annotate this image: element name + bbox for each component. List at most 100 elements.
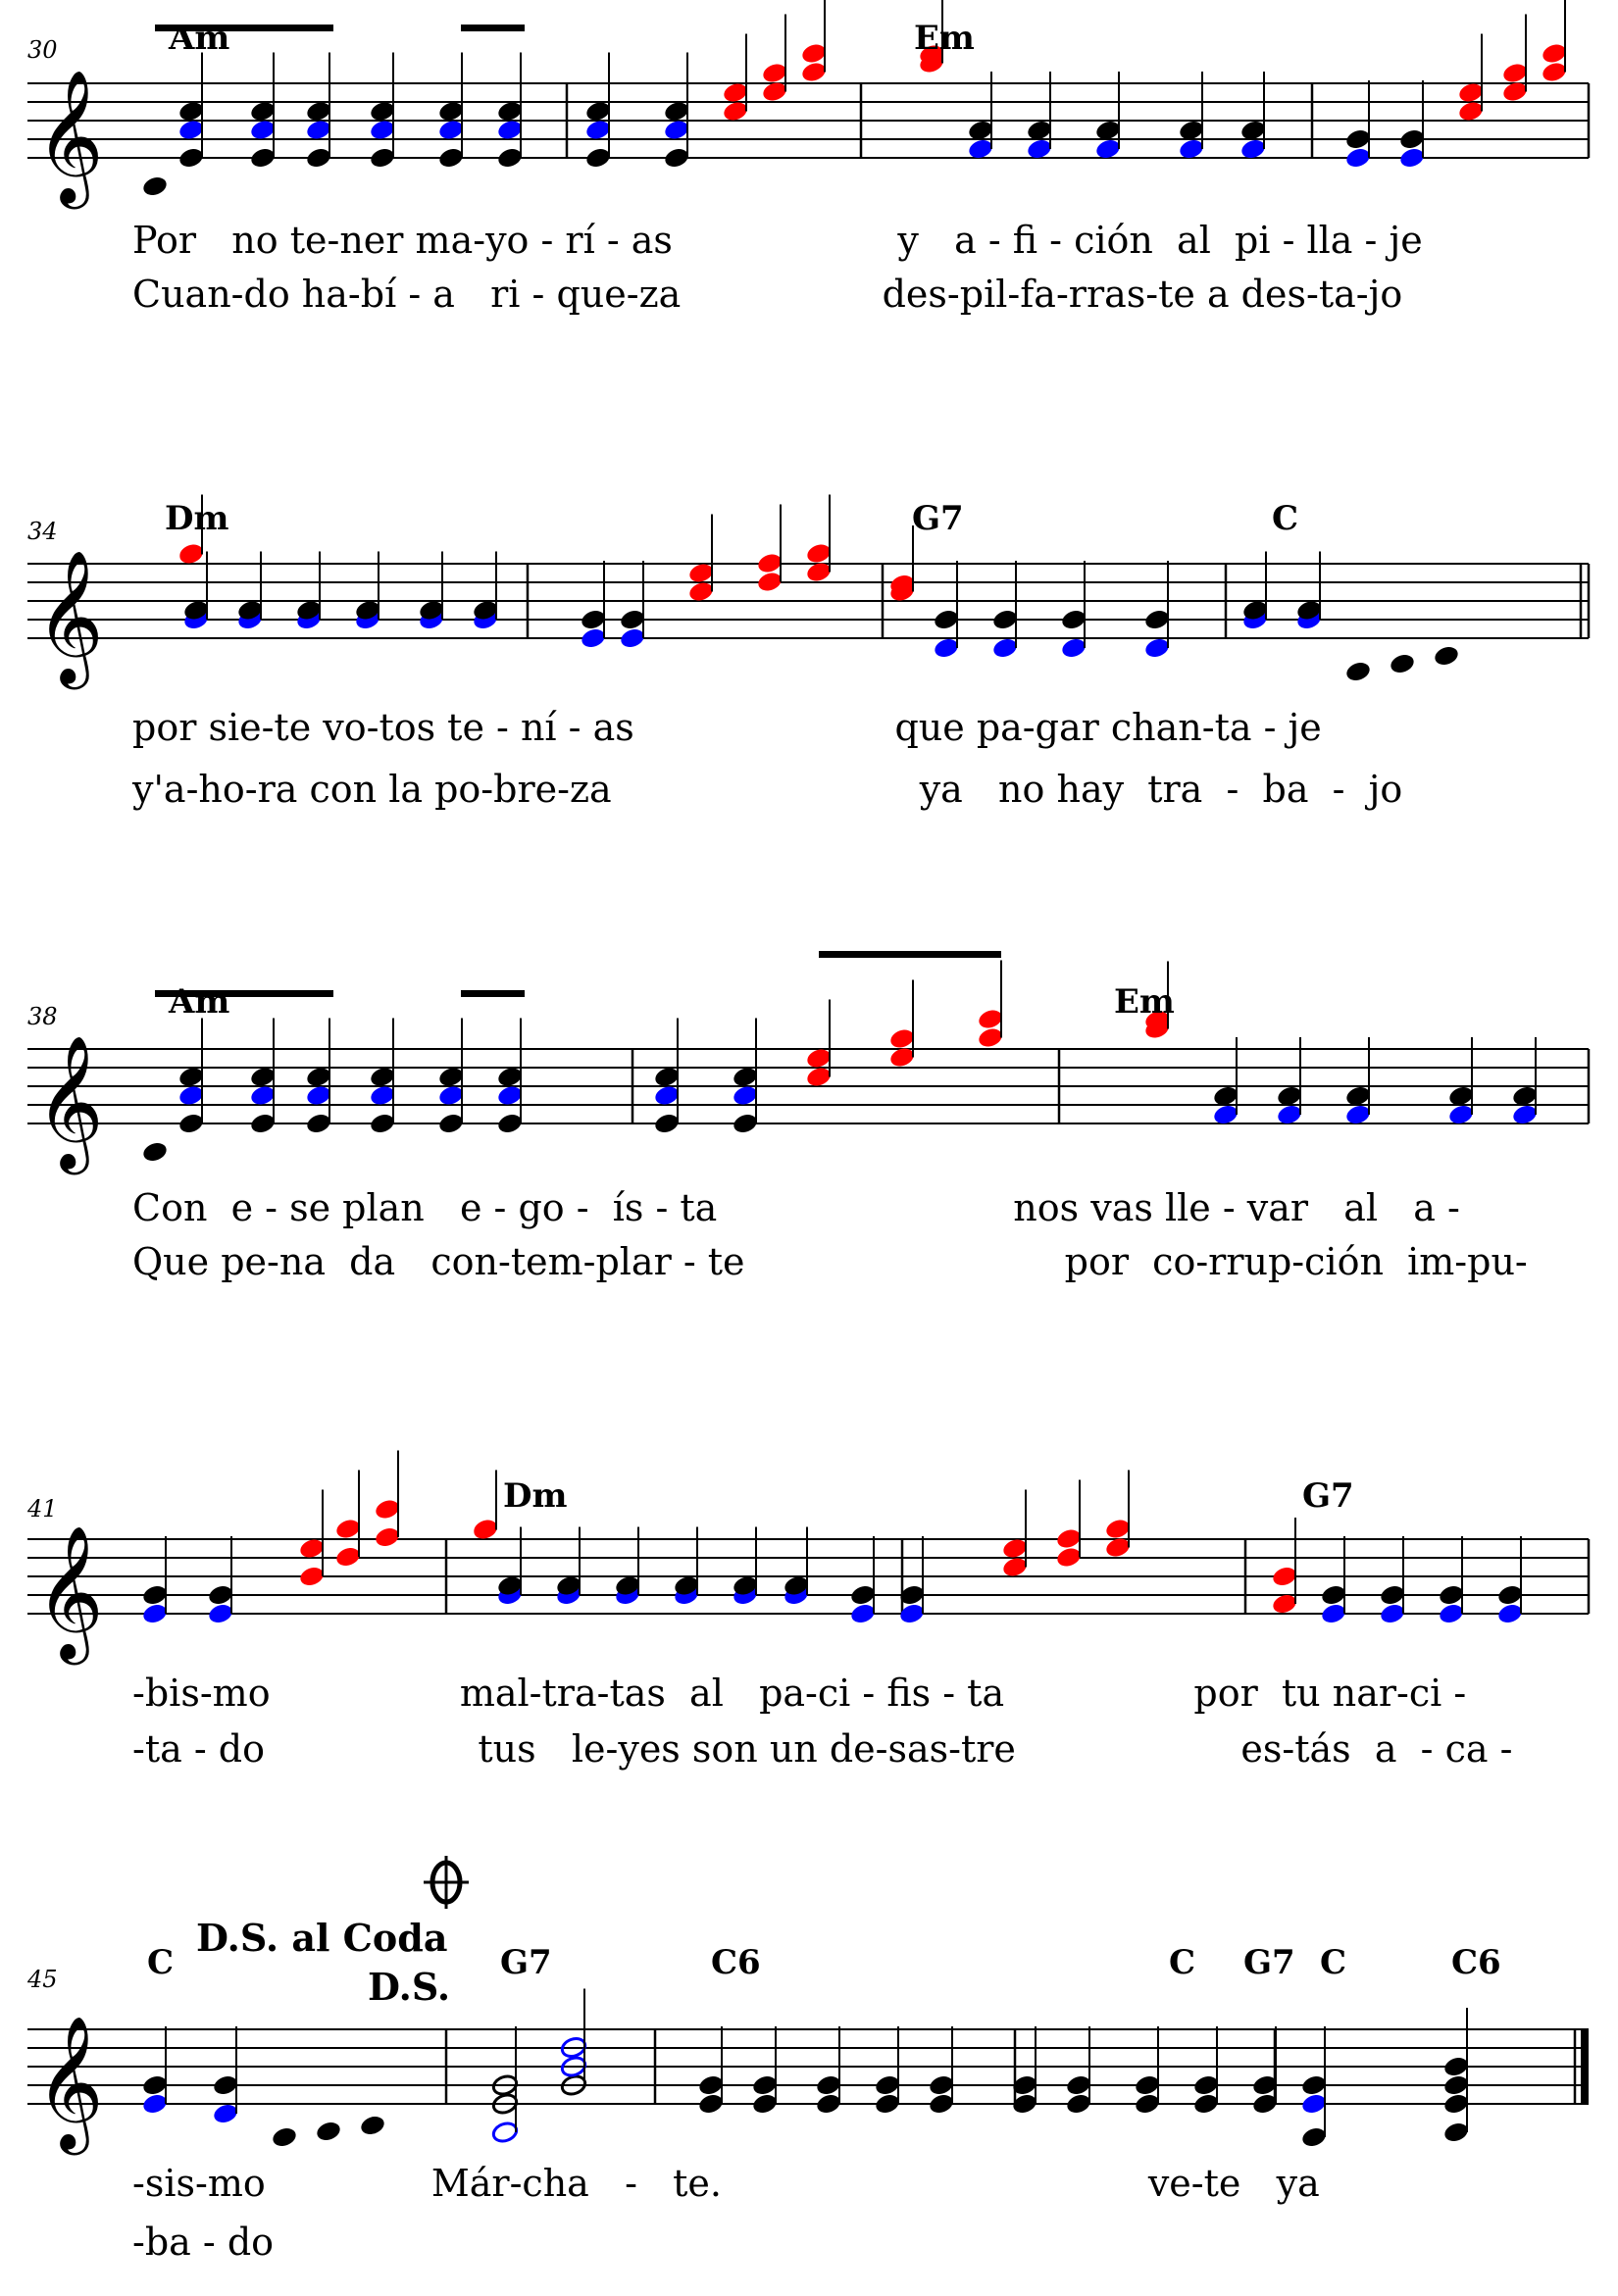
notehead-shape (807, 563, 831, 581)
notehead (1278, 1087, 1301, 1105)
notehead-shape (1498, 1586, 1522, 1604)
notehead (1241, 122, 1265, 139)
notehead (935, 611, 958, 628)
notehead (851, 1586, 875, 1604)
notehead-shape (439, 121, 463, 139)
notehead-shape (336, 1548, 360, 1566)
notehead-shape (273, 2128, 296, 2146)
notehead (1444, 2123, 1468, 2141)
notehead (1302, 2095, 1326, 2113)
ds-al-coda-label: D.S. al Coda (196, 1916, 447, 1960)
notehead (1513, 1106, 1537, 1123)
notehead (1180, 122, 1203, 139)
notehead (557, 1576, 581, 1595)
notehead-shape (498, 1576, 522, 1595)
note-beam (155, 990, 333, 997)
notehead (371, 102, 394, 121)
notehead-shape (665, 121, 688, 139)
notehead-shape (1013, 2076, 1037, 2094)
notehead-shape (1513, 1087, 1537, 1105)
notehead-shape (689, 564, 713, 582)
notehead-shape (1440, 1586, 1463, 1604)
notehead (420, 601, 443, 620)
notehead (251, 121, 275, 139)
notehead-shape (807, 1049, 831, 1068)
notehead-shape (586, 149, 610, 167)
notehead-shape (1513, 1106, 1537, 1123)
measure-number: 30 (27, 36, 58, 64)
notehead-shape (439, 1068, 463, 1086)
notehead (474, 601, 497, 620)
notehead (1297, 601, 1321, 620)
notehead (1381, 1586, 1404, 1604)
notehead (1096, 122, 1120, 139)
notehead (1136, 2095, 1159, 2113)
notehead-shape (1346, 1087, 1370, 1105)
lyric-line-1: Con e - se plan e - go - ís - ta nos vas… (132, 1186, 1460, 1229)
notehead-shape (876, 2076, 899, 2094)
notehead (498, 149, 522, 167)
chord-symbol: Am (168, 982, 229, 1022)
notehead (307, 1115, 330, 1132)
notehead-shape (851, 1605, 875, 1622)
notehead (1096, 140, 1120, 158)
notehead-shape (1278, 1106, 1301, 1123)
notehead-shape (753, 2076, 777, 2094)
notehead (1214, 1106, 1238, 1123)
lyric-line-1: -bis-mo mal-tra-tas al pa-ci - fis - ta … (132, 1672, 1466, 1715)
notehead (143, 2095, 167, 2113)
notehead (179, 121, 203, 139)
notehead-shape (179, 102, 203, 121)
notehead-shape (498, 121, 522, 139)
notehead-shape (1062, 611, 1086, 628)
notehead (784, 1576, 808, 1595)
notehead (900, 1586, 924, 1604)
notehead (371, 1068, 394, 1086)
note-beam (819, 951, 1001, 958)
notehead-shape (724, 102, 747, 121)
notehead-shape (356, 601, 379, 620)
notehead (1028, 140, 1051, 158)
notehead-shape (143, 2095, 167, 2113)
notehead-shape (935, 611, 958, 628)
notehead (1067, 2095, 1090, 2113)
notehead (1106, 1538, 1130, 1557)
notehead (439, 149, 463, 167)
notehead (586, 102, 610, 121)
notehead-shape (1057, 1529, 1081, 1548)
notehead (251, 1068, 275, 1086)
notehead-shape (1194, 2095, 1218, 2113)
treble-clef-icon: 𝄞 (35, 68, 104, 209)
notehead (498, 102, 522, 121)
notehead-shape (763, 64, 786, 82)
notehead-shape (1459, 102, 1483, 121)
notehead (439, 1068, 463, 1086)
chord-symbol: C (147, 1943, 174, 1982)
notehead (179, 1068, 203, 1086)
notehead (371, 121, 394, 139)
notehead-shape (1062, 639, 1086, 657)
notehead-shape (1241, 122, 1265, 139)
notehead-shape (1400, 130, 1424, 148)
notehead (498, 1068, 522, 1086)
notehead-shape (376, 1500, 399, 1519)
notehead (376, 1528, 399, 1546)
notehead (969, 140, 992, 158)
notehead-shape (251, 1086, 275, 1105)
notehead-shape (890, 582, 914, 601)
notehead-shape (1214, 1106, 1238, 1123)
notehead-shape (251, 1068, 275, 1086)
chord-symbol: G7 (500, 1943, 552, 1982)
chord-symbol: Em (1114, 982, 1175, 1022)
staff-system-3: 𝄞 (27, 1033, 1591, 1174)
notehead (753, 2095, 777, 2113)
notehead-shape (1322, 1586, 1345, 1604)
notehead-shape (1322, 1605, 1345, 1622)
notehead (1459, 102, 1483, 121)
notehead-shape (143, 1586, 167, 1604)
notehead-shape (336, 1520, 360, 1538)
notehead (1440, 1605, 1463, 1622)
notehead (1322, 1586, 1345, 1604)
notehead-shape (1194, 2076, 1218, 2094)
chord-symbol: Am (168, 19, 229, 58)
